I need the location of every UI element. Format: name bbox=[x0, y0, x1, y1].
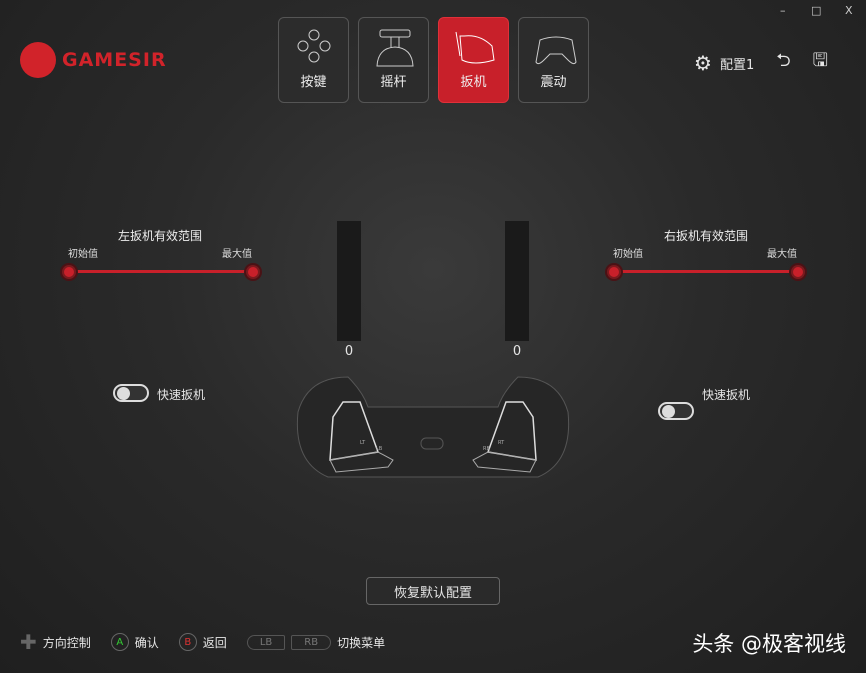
right-quick-trigger-toggle[interactable] bbox=[658, 402, 694, 420]
dpad-icon bbox=[297, 29, 331, 63]
brand-text: GAMESIR bbox=[62, 49, 167, 71]
lt-label: LT bbox=[360, 440, 366, 446]
tab-label: 震动 bbox=[540, 75, 567, 90]
logo-icon bbox=[20, 42, 56, 78]
dpad-hint: 方向控制 bbox=[42, 635, 91, 650]
rt-label: RT bbox=[498, 440, 505, 446]
lt-button[interactable] bbox=[329, 401, 380, 461]
controller-illustration: LT LB RB RT bbox=[296, 376, 570, 478]
lb-button[interactable] bbox=[329, 451, 394, 473]
confirm-hint: 确认 bbox=[134, 635, 159, 650]
right-max-handle[interactable] bbox=[791, 265, 805, 279]
minimize-button[interactable]: – bbox=[780, 4, 786, 17]
lb-icon: LB bbox=[246, 634, 286, 650]
rb-label: RB bbox=[483, 446, 490, 452]
right-min-label: 初始值 bbox=[613, 249, 643, 260]
right-min-handle[interactable] bbox=[607, 265, 621, 279]
rb-button[interactable] bbox=[472, 451, 537, 473]
right-quick-trigger-label: 快速扳机 bbox=[702, 388, 751, 402]
tab-vibration[interactable]: 震动 bbox=[518, 17, 589, 103]
vibration-icon bbox=[535, 36, 577, 65]
reset-default-button[interactable]: 恢复默认配置 bbox=[366, 577, 500, 605]
tab-label: 扳机 bbox=[460, 75, 487, 90]
tab-label: 按键 bbox=[300, 75, 327, 90]
close-button[interactable]: X bbox=[845, 4, 853, 17]
left-max-label: 最大值 bbox=[222, 249, 252, 260]
left-range-slider[interactable] bbox=[69, 270, 254, 273]
tab-trigger[interactable]: 扳机 bbox=[438, 17, 509, 103]
rt-button[interactable] bbox=[486, 401, 537, 461]
left-min-label: 初始值 bbox=[68, 249, 98, 260]
a-button-icon: A bbox=[110, 633, 129, 651]
rb-icon: RB bbox=[291, 634, 332, 650]
trigger-icon bbox=[455, 31, 495, 64]
tab-joystick[interactable]: 摇杆 bbox=[358, 17, 429, 103]
right-trigger-value: 0 bbox=[512, 344, 522, 359]
gamesir-logo: GAMESIR bbox=[20, 42, 167, 78]
joystick-icon bbox=[376, 29, 414, 67]
b-button-icon: B bbox=[178, 633, 197, 651]
tab-bar: 按键 摇杆 扳机 震动 bbox=[278, 17, 589, 103]
left-trigger-value: 0 bbox=[344, 344, 354, 359]
footer-hints: ✚ 方向控制 A 确认 B 返回 LB RB 切换菜单 bbox=[20, 630, 385, 654]
tab-label: 摇杆 bbox=[380, 75, 407, 90]
right-trigger-meter bbox=[505, 221, 529, 341]
profile-controls: ⚙ 配置1 ⮌ 🖫 bbox=[694, 48, 828, 78]
right-trigger-title: 右扳机有效范围 bbox=[663, 229, 748, 243]
left-min-handle[interactable] bbox=[62, 265, 76, 279]
dpad-icon: ✚ bbox=[20, 630, 37, 654]
undo-icon[interactable]: ⮌ bbox=[776, 50, 791, 71]
gear-icon[interactable]: ⚙ bbox=[694, 51, 712, 75]
save-icon[interactable]: 🖫 bbox=[812, 50, 828, 71]
left-quick-trigger-toggle[interactable] bbox=[113, 384, 149, 402]
maximize-button[interactable]: □ bbox=[811, 4, 822, 17]
profile-name[interactable]: 配置1 bbox=[719, 57, 755, 73]
right-range-slider[interactable] bbox=[614, 270, 798, 273]
switch-menu-hint: 切换菜单 bbox=[337, 635, 386, 650]
watermark: 头条 @极客视线 bbox=[692, 632, 846, 656]
tab-buttons[interactable]: 按键 bbox=[278, 17, 349, 103]
left-max-handle[interactable] bbox=[246, 265, 260, 279]
left-quick-trigger-label: 快速扳机 bbox=[157, 388, 206, 402]
right-max-label: 最大值 bbox=[767, 249, 797, 260]
left-trigger-meter bbox=[337, 221, 361, 341]
lb-label: LB bbox=[376, 446, 383, 452]
back-hint: 返回 bbox=[202, 635, 227, 650]
left-trigger-title: 左扳机有效范围 bbox=[117, 229, 202, 243]
